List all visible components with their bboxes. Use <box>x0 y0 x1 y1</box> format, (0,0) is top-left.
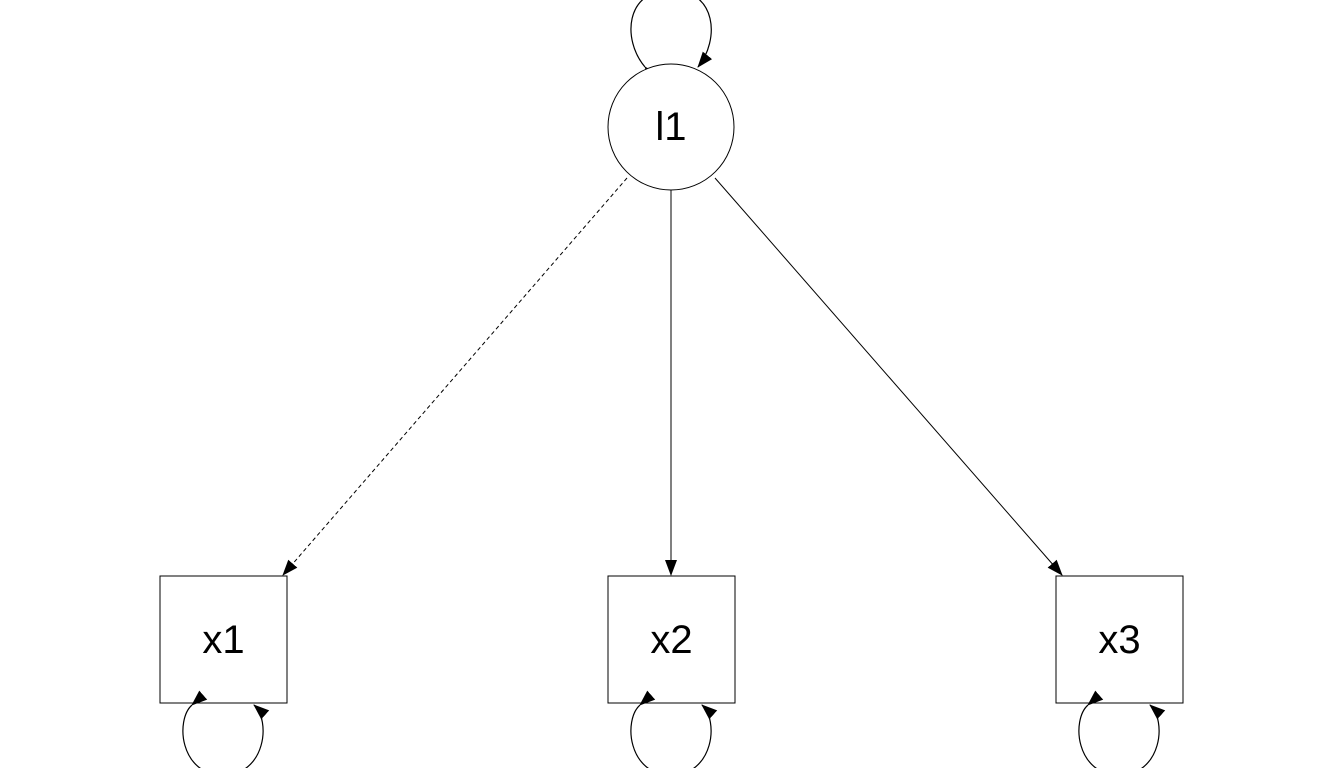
residual-loop-x3 <box>1078 690 1166 768</box>
latent-node-l1: l1 <box>607 63 735 191</box>
indicator-node-x1: x1 <box>159 575 288 704</box>
latent-variance-loop <box>630 0 713 83</box>
residual-loop-x1 <box>182 690 270 768</box>
residual-loop-x2 <box>630 690 718 768</box>
indicator-label-x2: x2 <box>650 618 692 662</box>
indicator-node-x2: x2 <box>607 575 736 704</box>
indicator-label-x1: x1 <box>202 618 244 662</box>
indicator-node-x3: x3 <box>1055 575 1184 704</box>
latent-label: l1 <box>655 105 686 149</box>
loading-path-x3 <box>714 177 1063 576</box>
indicator-label-x3: x3 <box>1098 618 1140 662</box>
loading-path-x1 <box>282 177 628 576</box>
